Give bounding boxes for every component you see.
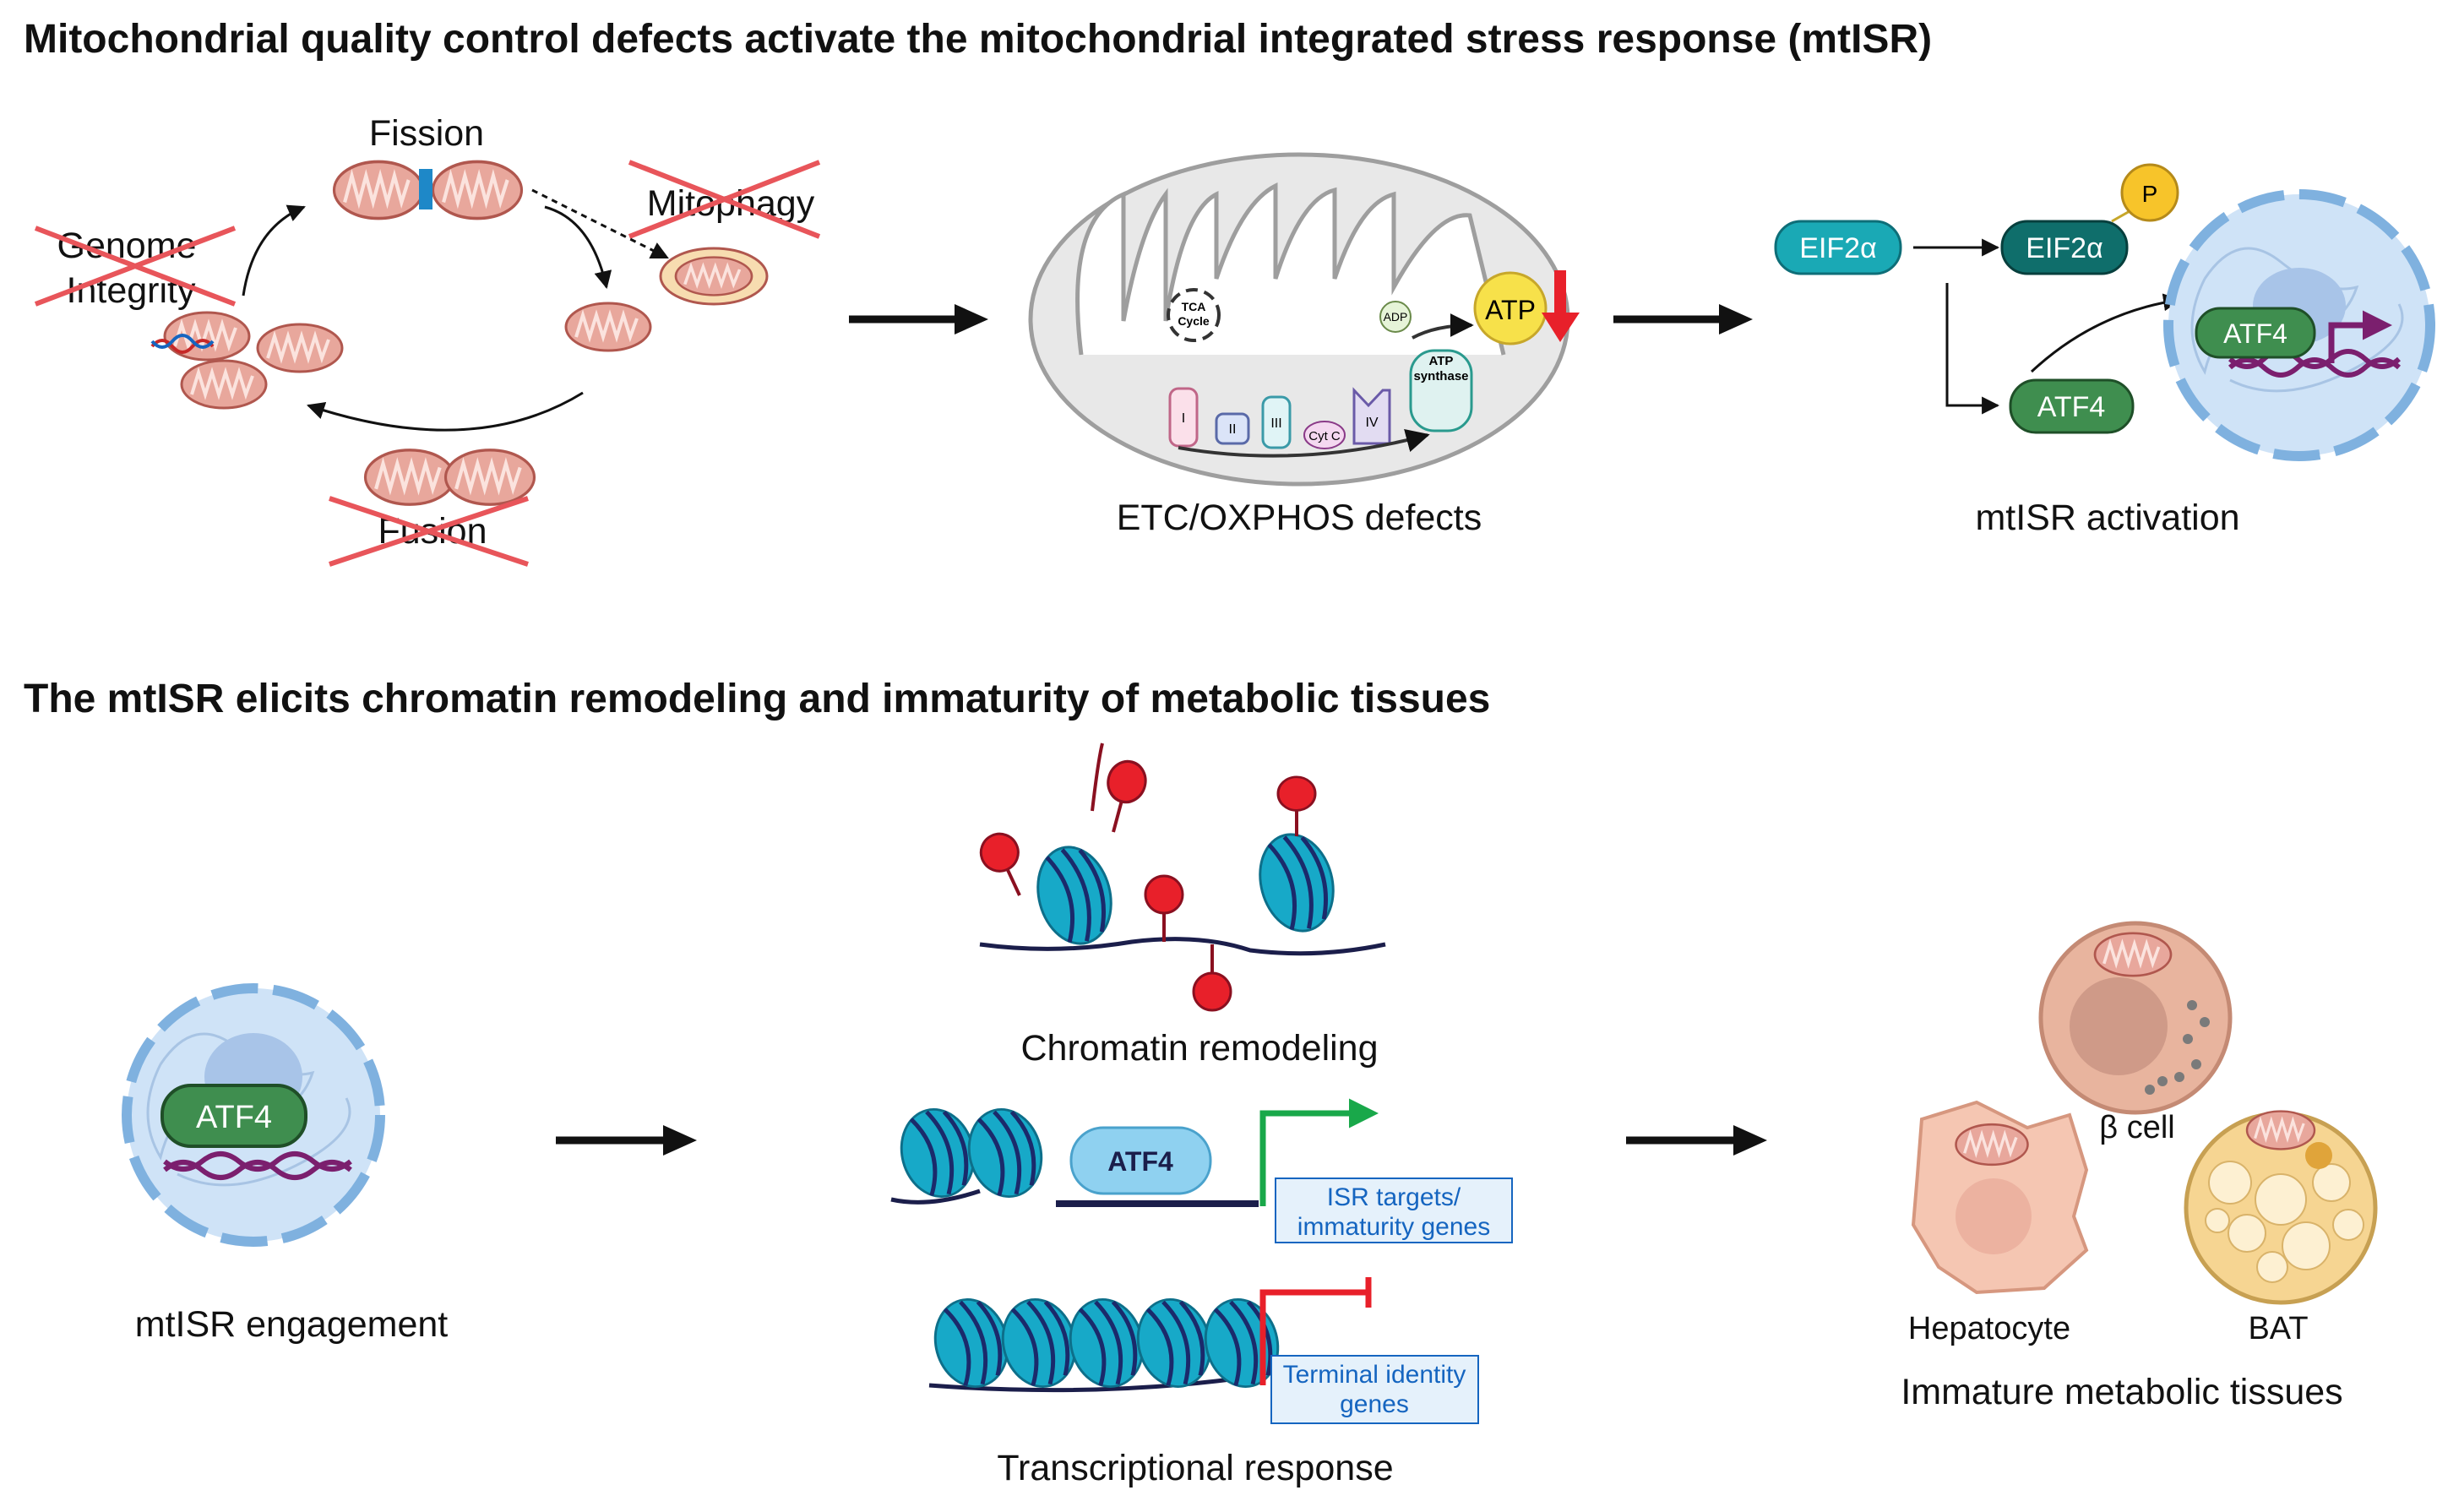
- isr-targets-line2: immaturity genes: [1297, 1213, 1490, 1241]
- isr-targets-line1: ISR targets/: [1327, 1183, 1461, 1211]
- mitophagy-cross-icon: [628, 160, 821, 239]
- atf4-label: ATF4: [2037, 391, 2106, 423]
- qc-cycle-panel: Fission Mitophagy Genome Integrity: [34, 113, 821, 567]
- isr-panel: EIF2α EIF2α P ATF4 ATF4 mtISR activation: [1774, 163, 2435, 538]
- flow-arrow-2: [1613, 304, 1753, 334]
- complex-iii-label: III: [1270, 416, 1281, 431]
- engagement-atf4-label: ATF4: [196, 1100, 272, 1135]
- complex-iv-label: IV: [1365, 416, 1378, 430]
- mito-cluster-icon: [150, 311, 344, 410]
- adp-label: ADP: [1384, 310, 1408, 324]
- engagement-panel: ATF4 mtISR engagement: [122, 983, 449, 1345]
- bat-label: BAT: [2248, 1311, 2308, 1346]
- phosphate-icon: [2120, 163, 2179, 222]
- hepatocyte-label: Hepatocyte: [1908, 1311, 2070, 1346]
- eif2a-badge: [1774, 220, 1902, 275]
- hepatocyte-icon: [1911, 1100, 2089, 1295]
- complex-ii-icon: II: [1215, 412, 1250, 445]
- etc-caption: ETC/OXPHOS defects: [1117, 498, 1482, 538]
- fission-mito-icon: [335, 161, 522, 218]
- flow-arrow-3: [556, 1125, 697, 1156]
- eif2a-label: EIF2α: [1799, 232, 1876, 264]
- atp-down-arrow: [1542, 270, 1580, 342]
- tissues-panel: β cell Hepatocyte BAT Immature metabolic…: [1901, 921, 2378, 1412]
- atf4-badge: [2009, 378, 2135, 434]
- transcription-caption: Transcriptional response: [997, 1448, 1393, 1488]
- genome-cross-icon: [34, 226, 237, 307]
- cycle-arrows: [242, 188, 669, 432]
- adp-icon: [1379, 301, 1412, 333]
- terminal-identity-line2: genes: [1340, 1390, 1409, 1418]
- beta-cell-label: β cell: [2099, 1110, 2174, 1145]
- complex-iii-icon: III: [1261, 395, 1292, 449]
- fusion-cross-icon: [329, 496, 529, 567]
- complex-ii-label: II: [1229, 422, 1237, 437]
- isr-caption: mtISR activation: [1975, 498, 2239, 538]
- nucleus-icon: [2163, 189, 2435, 461]
- tissues-caption: Immature metabolic tissues: [1901, 1372, 2342, 1412]
- tca-label-2: Cycle: [1178, 314, 1210, 328]
- cyt-c-label: Cyt C: [1308, 429, 1341, 443]
- engagement-atf4-badge: [160, 1084, 307, 1148]
- engagement-caption: mtISR engagement: [135, 1304, 449, 1345]
- phosphate-label: P: [2142, 181, 2158, 207]
- terminal-identity-line1: Terminal identity: [1283, 1361, 1466, 1389]
- chromatin-caption: Chromatin remodeling: [1020, 1028, 1378, 1069]
- terminal-identity-box: [1270, 1355, 1479, 1424]
- etc-panel: TCA Cycle ADP ATP ATP synthase I II III: [1028, 152, 1580, 538]
- synthase-label-2: synthase: [1413, 369, 1468, 383]
- tca-cycle-icon: TCA Cycle: [1167, 288, 1221, 342]
- eif2a-p-label: EIF2α: [2026, 232, 2102, 264]
- active-promoter-arrow: [1259, 1098, 1379, 1206]
- damaged-mito-icon: [659, 247, 769, 306]
- isr-targets-box: [1275, 1178, 1513, 1243]
- complex-i-icon: I: [1168, 387, 1199, 448]
- bat-cell-icon: [2184, 1109, 2378, 1305]
- atf4-nucleus-label: ATF4: [2223, 318, 2287, 349]
- beta-cell-icon: [2038, 921, 2233, 1115]
- flow-arrow-4: [1626, 1125, 1767, 1156]
- eif2a-p-badge: [2000, 220, 2129, 275]
- chromatin-panel: Chromatin remodeling: [973, 742, 1386, 1069]
- complex-i-label: I: [1182, 411, 1185, 426]
- transcription-panel: ATF4 ISR targets/ immaturity genes Termi…: [891, 1098, 1513, 1488]
- genome-label-line2: Integrity: [67, 270, 196, 311]
- tca-label-1: TCA: [1182, 300, 1206, 313]
- atp-synthase-icon: ATP synthase: [1409, 349, 1473, 432]
- repressed-promoter-icon: [1259, 1277, 1372, 1385]
- transcription-atf4-badge: [1069, 1126, 1212, 1195]
- top-section-title: Mitochondrial quality control defects ac…: [24, 17, 1932, 62]
- complex-iv-icon: IV: [1352, 387, 1391, 445]
- synthase-label-1: ATP: [1429, 354, 1454, 368]
- single-mito-icon: [564, 302, 652, 352]
- transcription-atf4-label: ATF4: [1107, 1146, 1173, 1177]
- atp-label: ATP: [1485, 295, 1536, 325]
- fusion-mito-icon: [366, 450, 535, 504]
- cyt-c-icon: Cyt C: [1303, 421, 1346, 449]
- bottom-section-title: The mtISR elicits chromatin remodeling a…: [24, 677, 1490, 721]
- fission-label: Fission: [369, 113, 484, 154]
- atp-icon: [1473, 271, 1548, 345]
- flow-arrow-1: [849, 304, 988, 334]
